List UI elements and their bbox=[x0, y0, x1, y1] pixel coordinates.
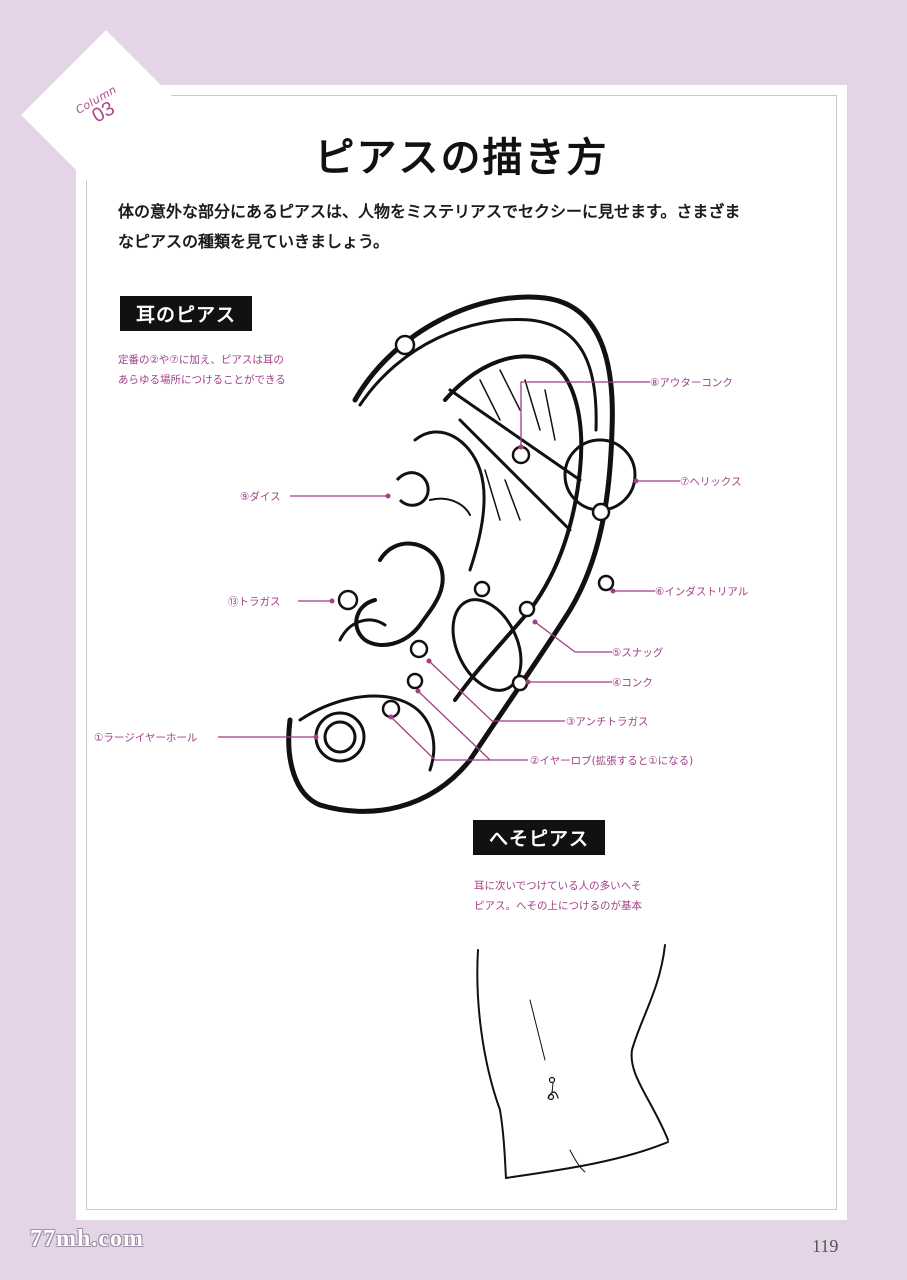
snug-stud bbox=[518, 600, 536, 618]
callout-outer-conch: ⑧アウターコンク bbox=[650, 377, 733, 389]
navel-caption-line-1: 耳に次いでつけている人の多いへそ bbox=[474, 880, 642, 892]
top-stud bbox=[394, 334, 416, 356]
navel-drawing bbox=[476, 944, 669, 1179]
page-sheet: Column 03 ピアスの描き方 体の意外な部分にあるピアスは、人物をミステリ… bbox=[21, 30, 847, 1220]
ear-caption: 定番の②や⑦に加え、ピアスは耳の あらゆる場所につけることができる bbox=[118, 350, 286, 390]
ear-caption-line-1: 定番の②や⑦に加え、ピアスは耳の bbox=[118, 354, 284, 366]
navel-stud-bottom bbox=[547, 1093, 555, 1101]
navel-section-label: へそピアス bbox=[473, 820, 606, 855]
callout-helix: ⑦ヘリックス bbox=[680, 476, 742, 488]
tragus-stud bbox=[337, 589, 359, 611]
ear-section-label: 耳のピアス bbox=[120, 296, 253, 331]
intro-line-2: なピアスの種類を見ていきましょう。 bbox=[118, 232, 390, 251]
page-frame bbox=[86, 95, 837, 1210]
conch-bead bbox=[511, 674, 529, 692]
daith-ring bbox=[395, 471, 430, 507]
callout-tragus: ⑬トラガス bbox=[228, 596, 281, 608]
navel-stud-top bbox=[548, 1076, 556, 1084]
callout-large-gauge: ①ラージイヤーホール bbox=[94, 732, 198, 744]
callout-industrial: ⑥インダストリアル bbox=[655, 586, 749, 598]
callout-earlobe: ②イヤーロブ(拡張すると①になる) bbox=[530, 755, 694, 767]
lobe-stud-1 bbox=[406, 672, 424, 690]
large-gauge-inner bbox=[323, 720, 357, 754]
page-title: ピアスの描き方 bbox=[314, 135, 609, 181]
ear-caption-line-2: あらゆる場所につけることができる bbox=[118, 374, 286, 386]
ear-drawing bbox=[286, 294, 615, 814]
conch-ring bbox=[451, 598, 523, 692]
anti-tragus-stud bbox=[409, 639, 429, 659]
navel-caption: 耳に次いでつけている人の多いへそ ピアス。へその上につけるのが基本 bbox=[474, 876, 642, 916]
callout-conch: ④コンク bbox=[612, 677, 653, 689]
callout-lines bbox=[218, 381, 680, 761]
callout-daith: ⑨ダイス bbox=[240, 491, 281, 503]
upper-stud bbox=[473, 580, 491, 598]
intro-line-1: 体の意外な部分にあるピアスは、人物をミステリアスでセクシーに見せます。さまざま bbox=[118, 202, 741, 221]
ear-piercings bbox=[314, 334, 637, 763]
callout-dots bbox=[313, 444, 639, 740]
helix-bead bbox=[591, 502, 611, 522]
watermark: 77mh.com bbox=[30, 1226, 144, 1252]
industrial-stud bbox=[597, 574, 615, 592]
navel-caption-line-2: ピアス。へその上につけるのが基本 bbox=[474, 900, 642, 912]
intro-text: 体の意外な部分にあるピアスは、人物をミステリアスでセクシーに見せます。さまざま … bbox=[118, 197, 808, 257]
callout-anti-tragus: ③アンチトラガス bbox=[566, 716, 649, 728]
page-number: 119 bbox=[812, 1236, 839, 1256]
helix-ring bbox=[563, 438, 637, 512]
callout-snug: ⑤スナッグ bbox=[612, 647, 664, 659]
